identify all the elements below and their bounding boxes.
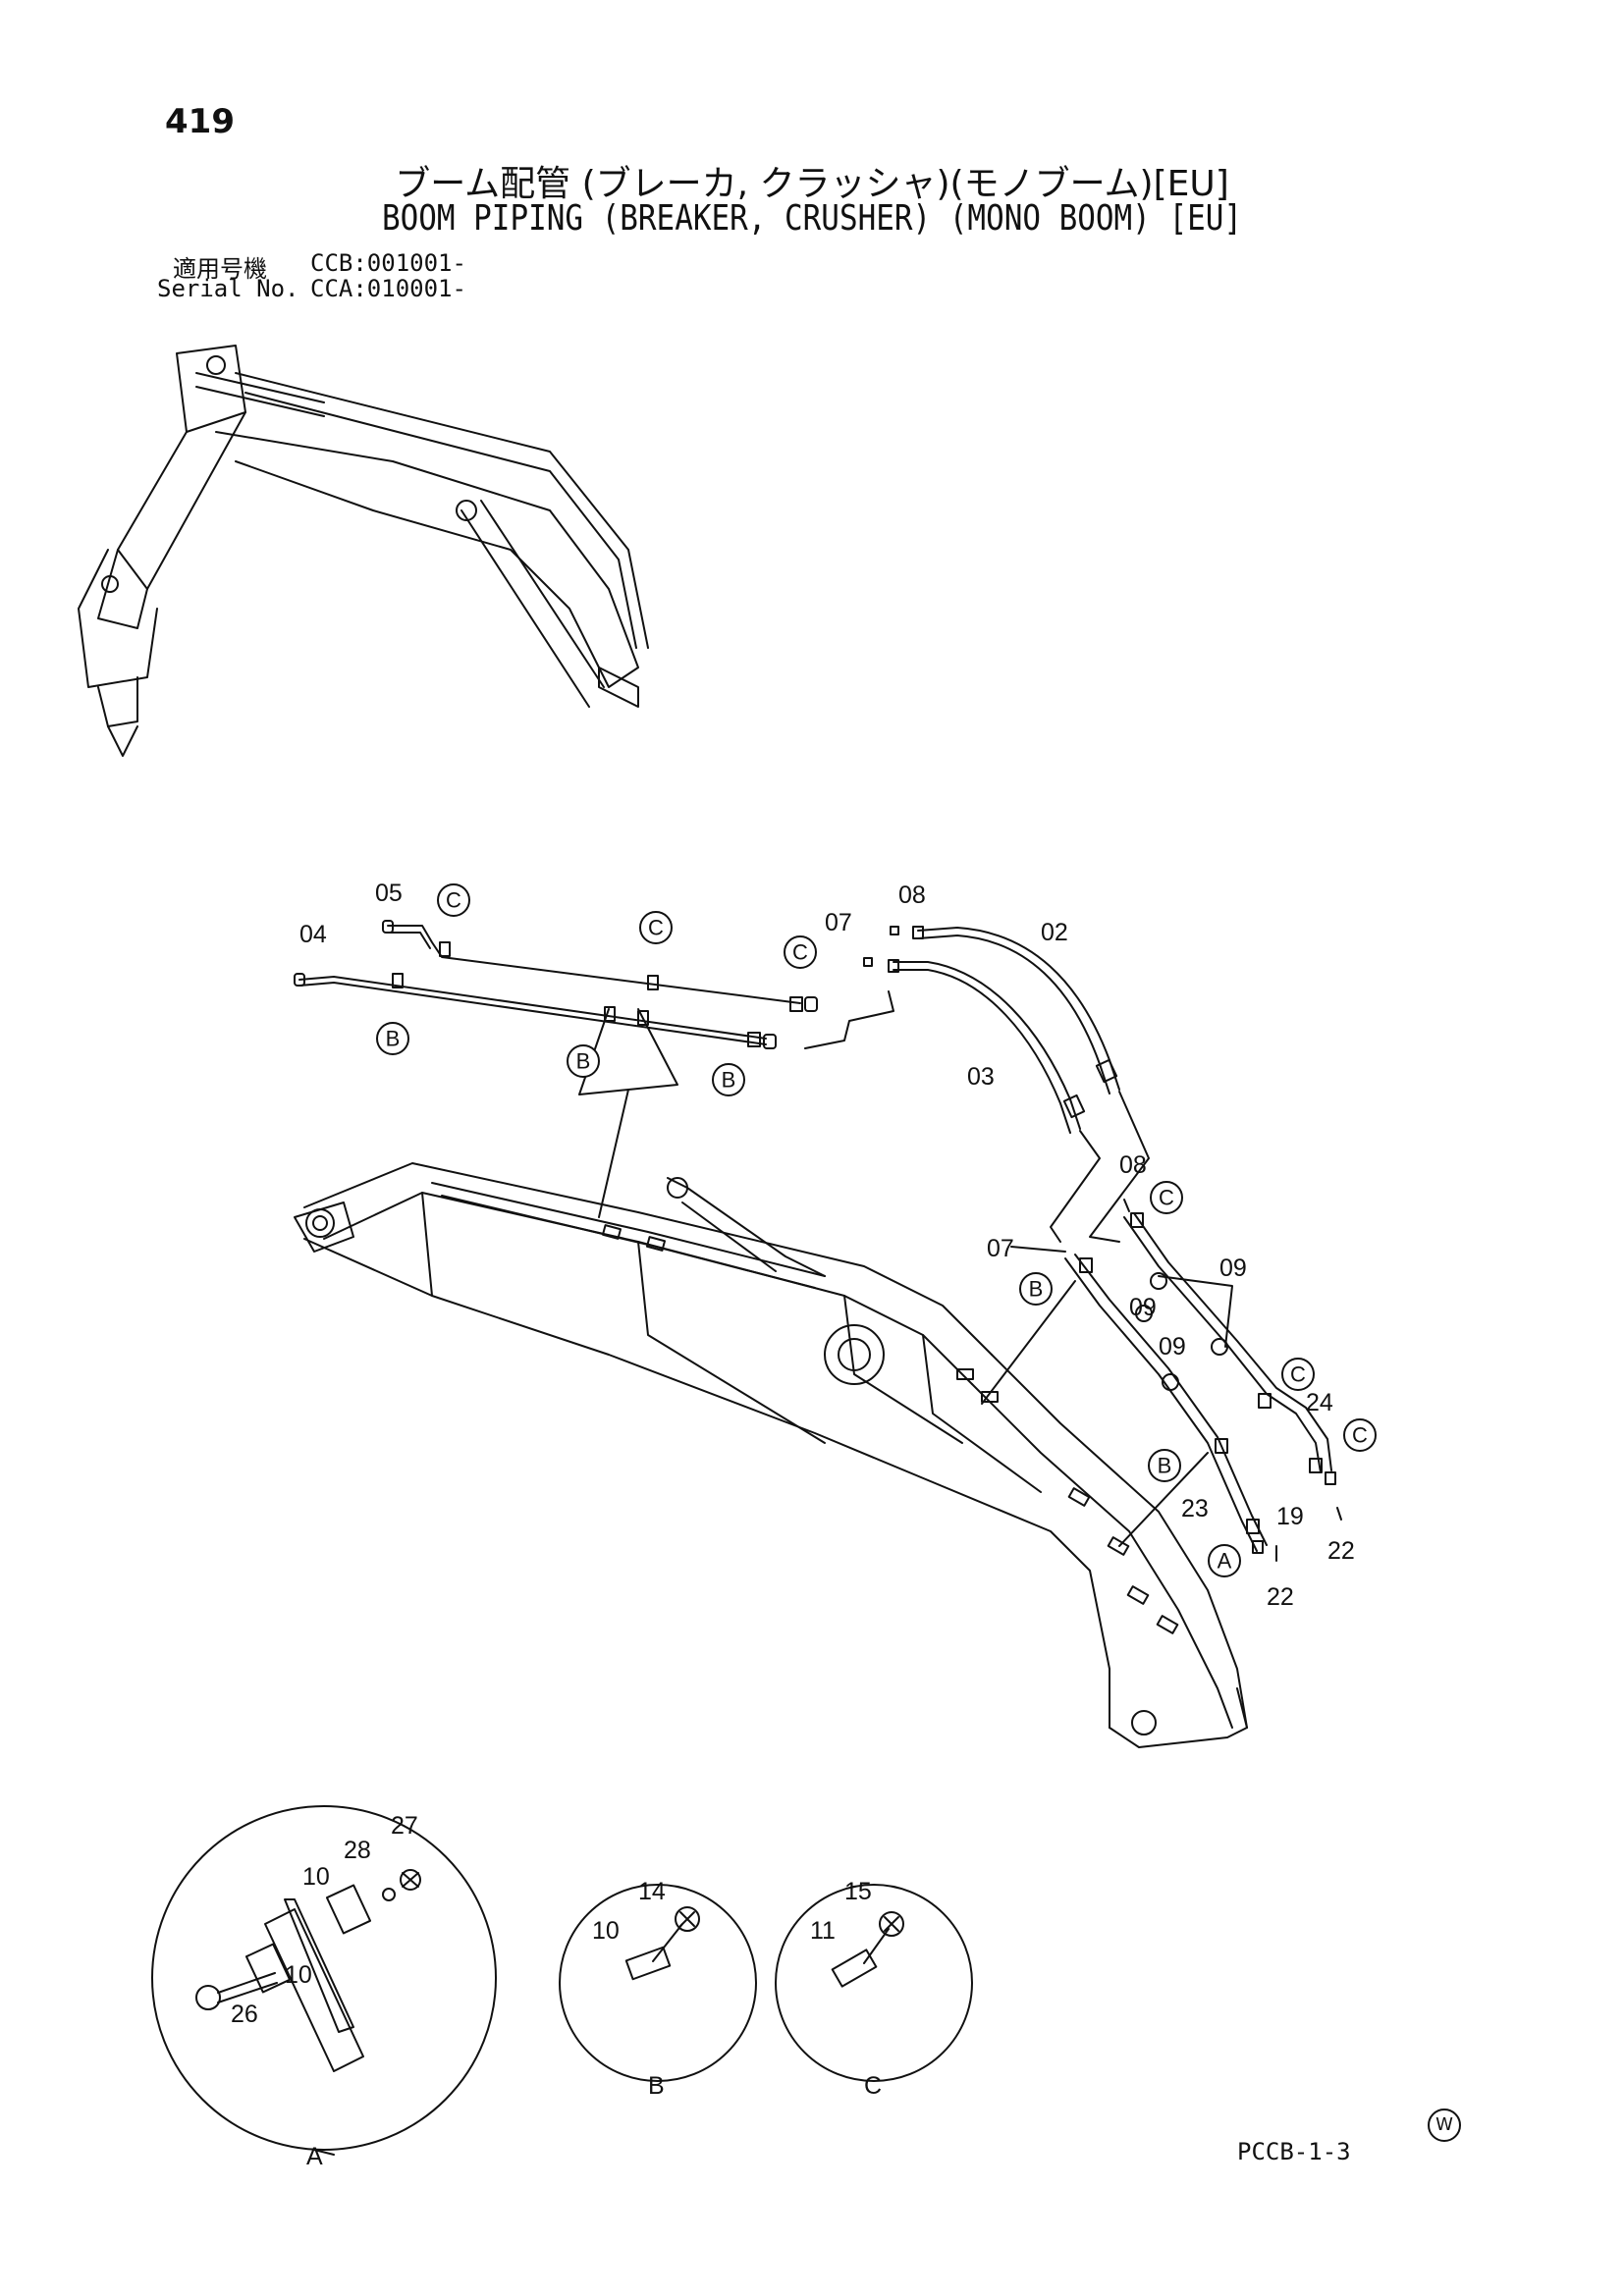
part-label-23: 23 <box>1181 1495 1209 1522</box>
w-mark-icon: W <box>1428 2109 1461 2142</box>
callout-b-letter: B <box>1029 1277 1044 1302</box>
part-label-04: 04 <box>299 921 327 948</box>
callout-c-letter: C <box>1290 1362 1306 1387</box>
part-label-07: 07 <box>825 909 852 936</box>
part-label-24: 24 <box>1306 1389 1333 1416</box>
detail-view-c-drawing <box>775 1884 973 2082</box>
callout-c-circle <box>1150 1181 1183 1214</box>
callout-c-letter: C <box>1159 1186 1174 1210</box>
part-label-08: 08 <box>898 881 926 909</box>
serial-en-value: CCA:010001- <box>310 275 466 302</box>
detail-c-label-11: 11 <box>810 1917 836 1945</box>
serial-en-label: Serial No. <box>157 275 299 302</box>
callout-c-circle <box>1343 1418 1377 1452</box>
part-label-09: 09 <box>1159 1333 1186 1361</box>
part-label-07: 07 <box>987 1235 1014 1262</box>
detail-a-name: A <box>306 2143 323 2170</box>
callout-c-circle <box>437 883 470 917</box>
part-label-09: 09 <box>1129 1294 1157 1321</box>
serial-jp-value: CCB:001001- <box>310 249 466 277</box>
callout-b-circle <box>712 1063 745 1096</box>
part-label-02: 02 <box>1041 919 1068 946</box>
part-label-05: 05 <box>375 880 403 907</box>
detail-a-label-27: 27 <box>391 1812 418 1840</box>
callout-a-letter: A <box>1218 1549 1232 1574</box>
part-label-03: 03 <box>967 1063 995 1091</box>
serial-jp-label: 適用号機 <box>173 255 267 283</box>
detail-a-label-28: 28 <box>344 1837 371 1864</box>
detail-view-a-drawing <box>151 1805 497 2156</box>
callout-c-letter: C <box>446 888 461 913</box>
callout-b-circle <box>1019 1272 1053 1306</box>
callout-c-letter: C <box>1352 1423 1368 1448</box>
callout-c-circle <box>784 935 817 969</box>
detail-c-label-15: 15 <box>844 1878 872 1905</box>
upper-pipe-assembly <box>294 920 1150 1243</box>
title-english: BOOM PIPING (BREAKER, CRUSHER) (MONO BOO… <box>381 198 1243 239</box>
part-label-08: 08 <box>1119 1151 1147 1179</box>
callout-c-circle <box>639 911 673 944</box>
callout-b-letter: B <box>722 1068 736 1093</box>
part-label-22: 22 <box>1267 1583 1294 1611</box>
detail-b-label-10: 10 <box>592 1917 620 1945</box>
callout-b-circle <box>567 1044 600 1078</box>
callout-c-letter: C <box>792 940 808 965</box>
detail-a-label-10: 10 <box>302 1863 330 1891</box>
part-label-09: 09 <box>1219 1255 1247 1282</box>
callout-b-circle <box>376 1022 409 1055</box>
callout-c-circle <box>1281 1358 1315 1391</box>
machine-overview-drawing <box>78 345 649 757</box>
footer-code: PCCB-1-3 <box>1237 2138 1351 2165</box>
detail-a-label-10: 10 <box>285 1961 312 1989</box>
detail-a-label-26: 26 <box>231 2001 258 2028</box>
detail-c-name: C <box>864 2072 882 2100</box>
main-boom-drawing <box>294 1008 1248 1748</box>
detail-b-label-14: 14 <box>638 1878 666 1905</box>
callout-b-circle <box>1148 1449 1181 1482</box>
callout-b-letter: B <box>386 1027 401 1051</box>
page-number: 419 <box>165 102 235 141</box>
lower-pipe-assembly <box>981 1199 1342 1562</box>
detail-b-name: B <box>648 2072 665 2100</box>
callout-a-circle <box>1208 1544 1241 1577</box>
part-label-19: 19 <box>1276 1503 1304 1530</box>
title-japanese: ブーム配管 (ブレーカ, クラッシャ)(モノブーム)[EU] <box>395 164 1229 204</box>
part-label-22: 22 <box>1327 1537 1355 1565</box>
callout-c-letter: C <box>648 916 664 940</box>
callout-b-letter: B <box>576 1049 591 1074</box>
detail-view-b-drawing <box>559 1884 757 2082</box>
callout-b-letter: B <box>1158 1454 1172 1478</box>
